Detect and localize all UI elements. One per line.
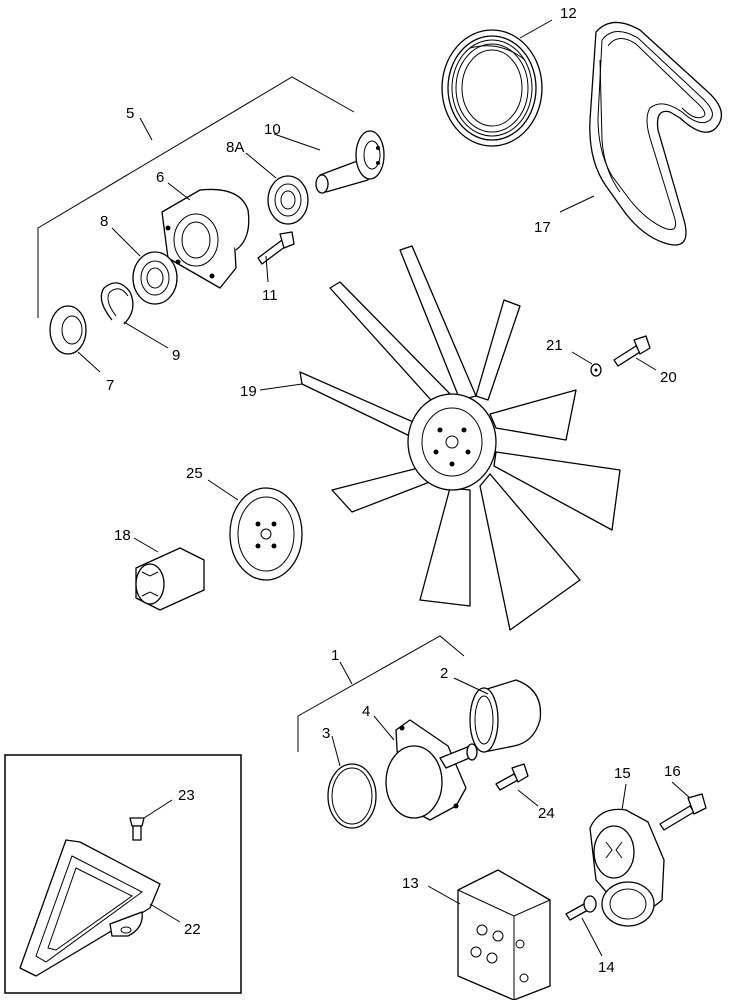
callout-17: 17 — [534, 219, 551, 236]
part-8-bearing — [132, 251, 178, 305]
part-17-belt — [589, 21, 723, 246]
part-16-bolt — [659, 793, 707, 831]
callout-2: 2 — [440, 665, 448, 682]
part-9-snap-ring — [100, 282, 134, 325]
part-15-tensioner — [589, 808, 665, 927]
callout-8: 8 — [100, 213, 108, 230]
callout-9: 9 — [172, 347, 180, 364]
part-19-fan — [299, 245, 621, 631]
part-23-bolt — [129, 817, 145, 841]
callout-25: 25 — [186, 465, 203, 482]
callout-13: 13 — [402, 875, 419, 892]
callout-12: 12 — [560, 5, 577, 22]
part-3-seal-ring — [327, 763, 377, 829]
callout-19: 19 — [240, 383, 257, 400]
part-2-sleeve — [469, 679, 542, 753]
callout-8a: 8A — [226, 139, 244, 156]
group-bracket-5 — [37, 76, 355, 318]
part-22-bracket — [19, 839, 161, 977]
part-10-shaft — [315, 130, 385, 194]
callout-3: 3 — [322, 725, 330, 742]
callout-24: 24 — [538, 805, 555, 822]
part-21-washer — [590, 363, 602, 377]
part-12-pulley — [441, 29, 543, 147]
callout-7: 7 — [106, 377, 114, 394]
callout-20: 20 — [660, 369, 677, 386]
callout-1: 1 — [331, 647, 339, 664]
part-6-housing — [161, 188, 250, 289]
callout-5: 5 — [126, 105, 134, 122]
callout-16: 16 — [664, 763, 681, 780]
part-7-cap — [49, 305, 87, 355]
part-8a-bearing — [267, 175, 309, 225]
callout-22: 22 — [184, 921, 201, 938]
part-14-bolt — [565, 895, 597, 921]
inset-frame — [4, 754, 242, 994]
part-24-bolt — [495, 763, 529, 791]
group-bracket-1 — [297, 635, 465, 752]
part-18-coupling — [135, 547, 205, 611]
part-20-bolt — [613, 335, 651, 367]
callout-6: 6 — [156, 169, 164, 186]
callout-4: 4 — [362, 703, 370, 720]
callout-labels: 12 5 10 8A 6 17 8 11 21 9 20 7 19 25 18 … — [100, 5, 681, 976]
leader-lines — [77, 19, 691, 957]
part-4-pump — [385, 719, 478, 821]
callout-11: 11 — [262, 287, 278, 304]
part-11-bolt — [257, 231, 295, 265]
callout-14: 14 — [598, 959, 615, 976]
callout-15: 15 — [614, 765, 631, 782]
callout-10: 10 — [264, 121, 281, 138]
part-13-plate — [457, 869, 551, 1000]
callout-23: 23 — [178, 787, 195, 804]
callout-18: 18 — [114, 527, 131, 544]
part-25-pulley — [229, 487, 303, 581]
callout-21: 21 — [546, 337, 563, 354]
